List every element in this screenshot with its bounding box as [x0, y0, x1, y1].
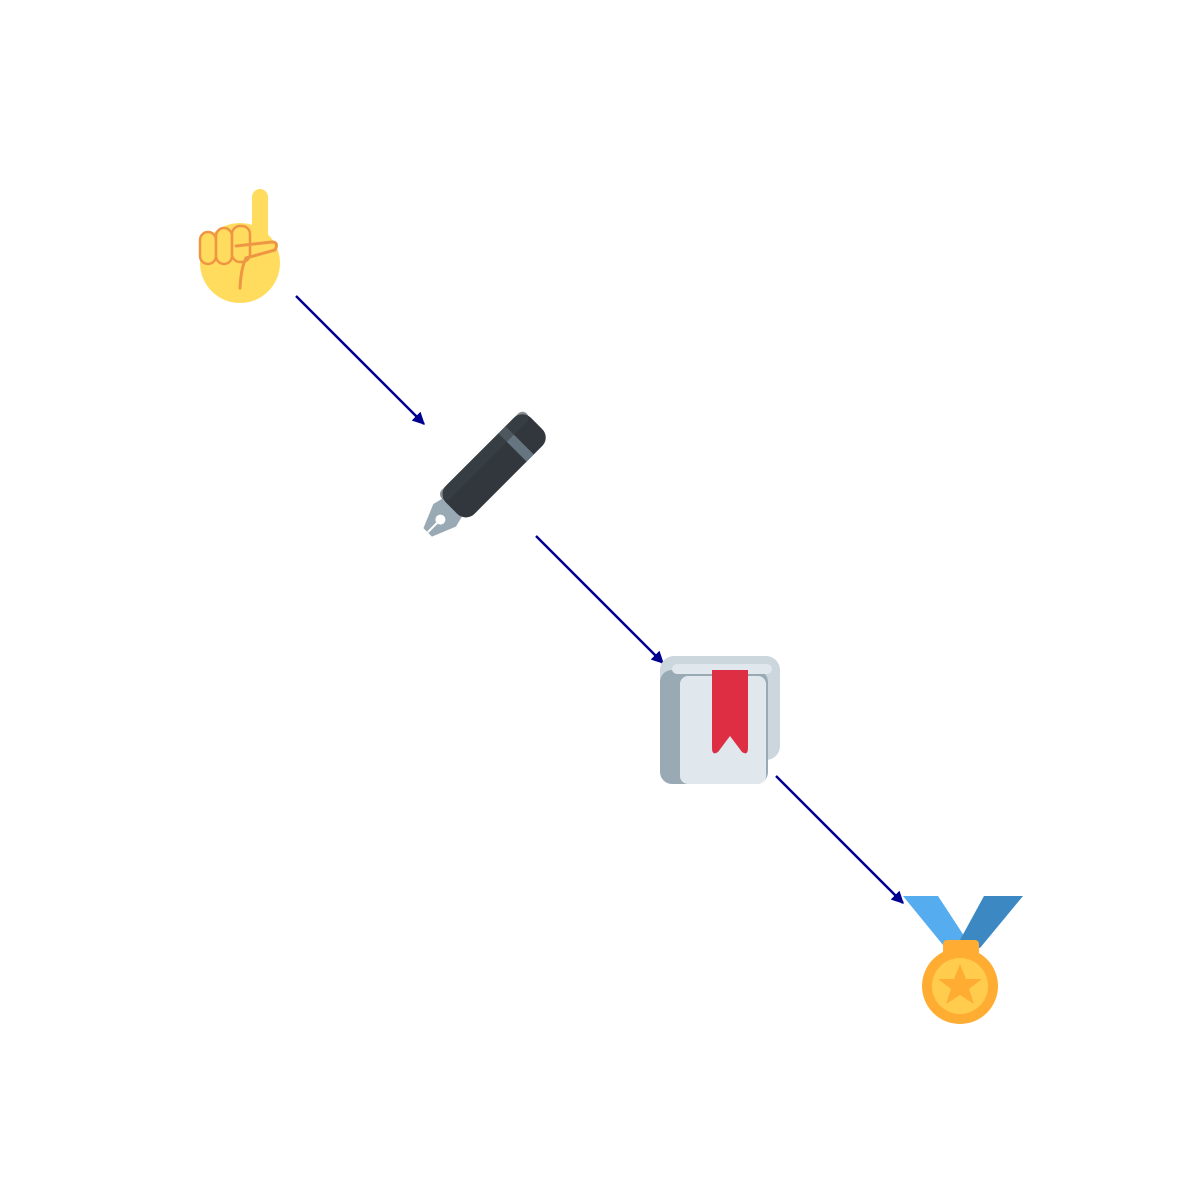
edge-pen-to-book — [535, 535, 664, 664]
edge-book-to-medal — [775, 775, 904, 904]
sports-medal-icon — [903, 896, 1023, 1024]
edge-hand-to-pen — [295, 295, 425, 425]
fountain-pen-icon — [423, 411, 546, 537]
index-pointing-up-icon — [198, 189, 280, 303]
bookmarked-book-icon — [660, 656, 780, 784]
